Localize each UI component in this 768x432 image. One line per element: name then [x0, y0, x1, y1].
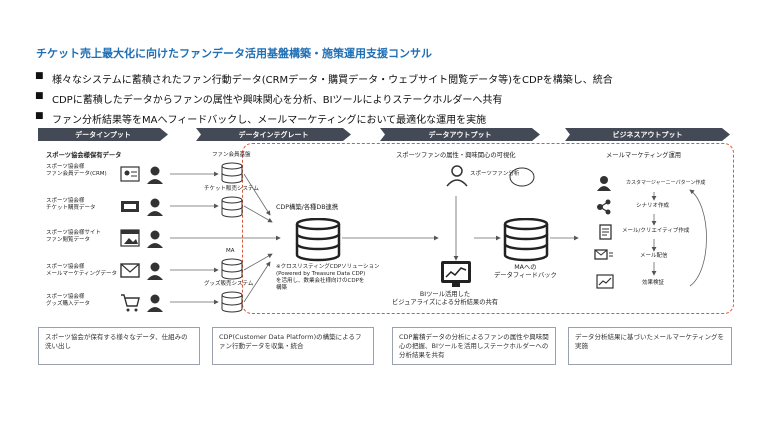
mail-icon	[120, 262, 163, 280]
business-heading: メールマーケティング運用	[606, 152, 682, 159]
page-title: チケット売上最大化に向けたファンデータ活用基盤構築・施策運用支援コンサル	[36, 47, 432, 60]
summary-output: CDP蓄積データの分析によるファンの属性や興味関心の把握、BIツールを活用しステ…	[392, 327, 556, 365]
bi-label: BIツール活用した ビジュアライズによる分析結果の共有	[392, 291, 499, 306]
bullet-2: CDPに蓄積したデータからファンの属性や興味関心を分析、BIツールによりステーク…	[35, 91, 502, 106]
phase-integrate: データインテグレート	[196, 128, 351, 141]
phase-input: データインプット	[38, 128, 168, 141]
person-card-icon	[120, 166, 163, 184]
database-goods-icon	[221, 291, 243, 313]
input-heading: スポーツ協会様保有データ	[46, 152, 122, 159]
step-evaluation: 効果検証	[642, 280, 665, 286]
ma-feedback-database-icon	[503, 218, 549, 262]
summary-business: データ分析結果に基づいたメールマーケティングを実施	[568, 327, 732, 365]
step-scenario: シナリオ作成	[636, 203, 670, 209]
visualize-label: スポーツファンの属性・興味関心の可視化	[396, 152, 516, 159]
document-edit-icon	[599, 224, 612, 240]
cdp-label: CDP構築/各種DB連携	[276, 204, 339, 211]
bullet-3: ファン分析結果等をMAへフィードバックし、メールマーケティングにおいて最適化な運…	[35, 111, 486, 126]
system-label-ma: MA	[226, 248, 235, 254]
step-creative: メール/クリエイティブ作成	[622, 228, 690, 234]
summary-input: スポーツ協会が保有する様々なデータ、仕組みの洗い出し	[38, 327, 200, 365]
system-label-goods: グッズ販売システム	[204, 281, 254, 287]
step-delivery: メール配信	[640, 253, 668, 259]
analysis-label: スポーツファン分析	[470, 171, 520, 177]
bullet-1: 様々なシステムに蓄積されたファン行動データ(CRMデータ・購買データ・ウェブサイ…	[35, 71, 613, 86]
bi-dashboard-icon	[441, 261, 471, 287]
database-ticket-icon	[221, 196, 243, 218]
mail-send-icon	[594, 249, 613, 260]
customer-person-icon	[597, 176, 611, 191]
database-ma-icon	[221, 258, 243, 280]
summary-integrate: CDP(Customer Data Platform)の構築によるファン行動デー…	[212, 327, 374, 365]
step-journey: カスタマージャーニーパターン作成	[626, 180, 706, 186]
ma-feedback-label: MAへの データフィードバック	[494, 264, 557, 279]
phase-output: データアウトプット	[380, 128, 540, 141]
system-label-ticket: チケット販売システム	[204, 186, 259, 192]
cdp-note: ※クロスリスティングCDPソリューション (Powered by Treasur…	[276, 264, 380, 291]
share-nodes-icon	[597, 199, 611, 215]
chart-evaluation-icon	[596, 274, 614, 289]
system-label-fan: ファン会員基盤	[212, 152, 251, 158]
database-fan-icon	[221, 162, 243, 184]
source-label-site: スポーツ協会様サイト ファン閲覧データ	[46, 230, 101, 243]
ticket-icon	[121, 198, 163, 216]
source-label-ticket: スポーツ協会様 チケット購買データ	[46, 198, 96, 211]
analysis-circle-icon	[509, 167, 535, 187]
integration-area-border	[242, 143, 734, 314]
cdp-database-icon	[295, 218, 341, 262]
cart-icon	[121, 294, 163, 312]
source-label-crm: スポーツ協会様 ファン会員データ(CRM)	[46, 164, 107, 177]
phase-business: ビジネスアウトプット	[565, 128, 730, 141]
browser-icon	[120, 229, 163, 248]
source-label-goods: スポーツ協会様 グッズ購入データ	[46, 294, 91, 307]
analyst-person-icon	[446, 165, 468, 187]
source-label-mail: スポーツ協会様 メールマーケティングデータ	[46, 264, 118, 277]
